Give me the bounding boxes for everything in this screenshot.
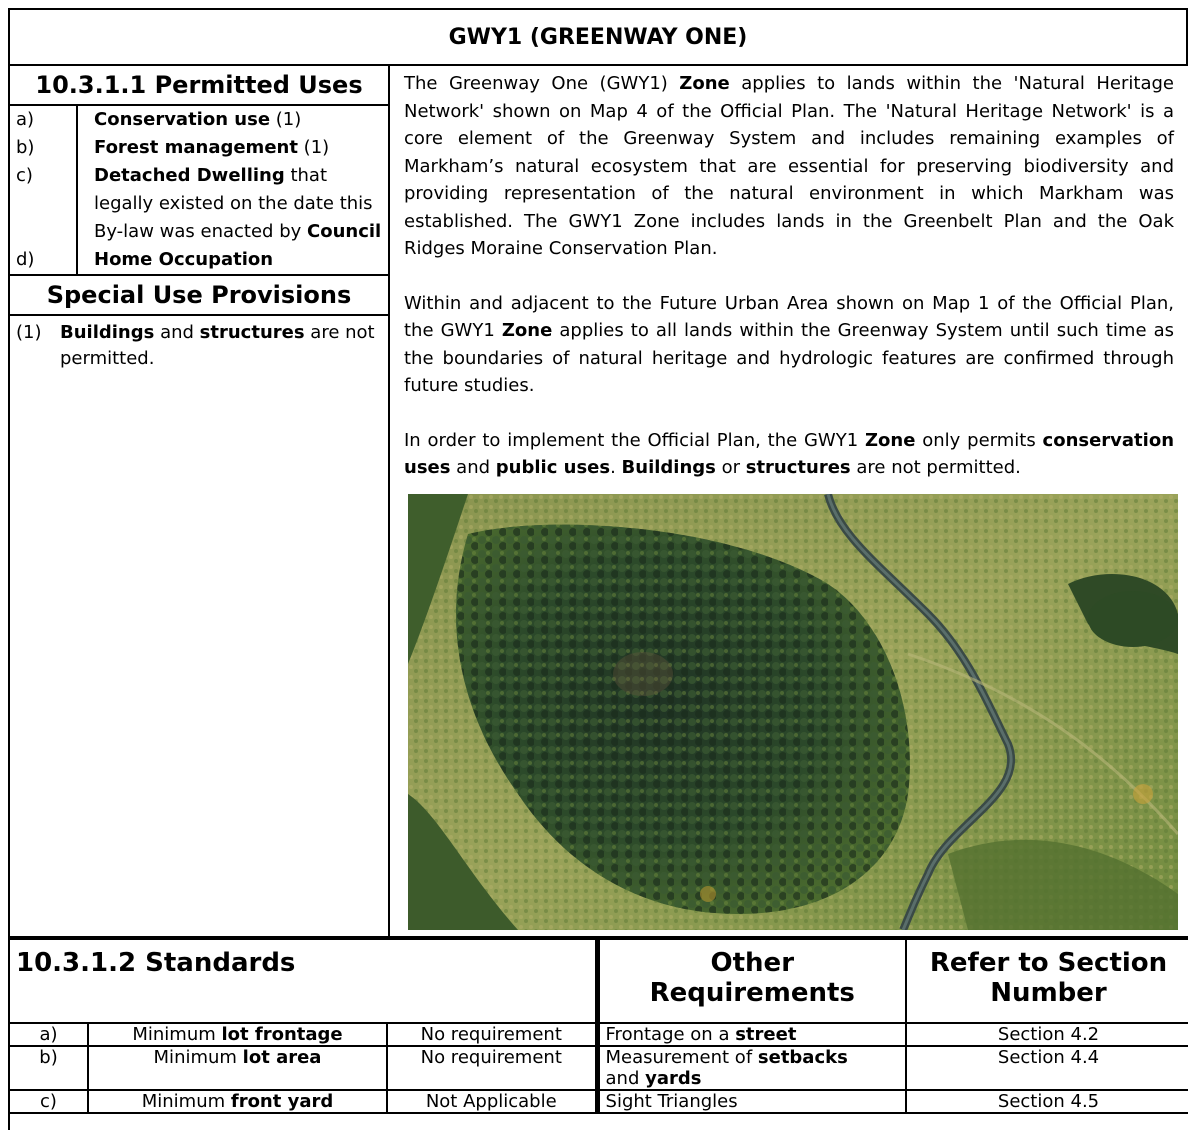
zone-title: GWY1 (GREENWAY ONE) <box>8 8 1188 66</box>
list-item: a) Conservation use (1) <box>10 106 388 134</box>
standard-value: No requirement <box>385 1045 599 1091</box>
list-item: b) Forest management (1) <box>10 134 388 162</box>
permitted-uses-list: a) Conservation use (1) b) Forest manage… <box>10 106 388 276</box>
item-letter: b) <box>10 134 78 162</box>
standard-label: Minimum lot frontage <box>87 1022 388 1047</box>
refer-section-heading: Refer to Section Number <box>905 938 1188 1024</box>
standard-label: Minimum front yard <box>87 1089 388 1114</box>
other-requirements-heading: Other Requirements <box>594 938 908 1024</box>
section-ref: Section 4.5 <box>905 1089 1188 1114</box>
description-paragraph: Within and adjacent to the Future Urban … <box>404 292 1174 397</box>
item-text: Detached Dwelling that legally existed o… <box>94 165 382 242</box>
standard-value: Not Applicable <box>385 1089 599 1114</box>
provision-number: (1) <box>16 322 42 343</box>
special-provisions-heading: Special Use Provisions <box>10 276 388 316</box>
standards-table: 10.3.1.2 Standards Other Requirements Re… <box>8 936 1188 1130</box>
item-text: Conservation use (1) <box>94 109 302 130</box>
item-text: Forest management (1) <box>94 137 330 158</box>
row-letter: c) <box>10 1089 89 1114</box>
table-row: c) Minimum front yard Not Applicable Sig… <box>10 1089 1188 1114</box>
description-paragraph: The Greenway One (GWY1) Zone applies to … <box>404 73 1174 259</box>
permitted-uses-heading: 10.3.1.1 Permitted Uses <box>10 66 388 106</box>
section-ref: Section 4.4 <box>905 1045 1188 1091</box>
item-text: Home Occupation <box>94 249 274 270</box>
description-column: The Greenway One (GWY1) Zone applies to … <box>390 66 1188 936</box>
row-letter: b) <box>10 1045 89 1091</box>
provision-text: Buildings and structures are not permitt… <box>60 322 375 369</box>
table-row: b) Minimum lot area No requirement Measu… <box>10 1045 1188 1091</box>
other-requirement: Frontage on a street <box>594 1022 908 1047</box>
section-ref: Section 4.2 <box>905 1022 1188 1047</box>
standards-heading: 10.3.1.2 Standards <box>10 938 599 1024</box>
list-item: c) Detached Dwelling that legally existe… <box>10 162 388 246</box>
table-row: a) Minimum lot frontage No requirement F… <box>10 1022 1188 1047</box>
standard-value: No requirement <box>385 1022 599 1047</box>
item-letter: c) <box>10 162 78 246</box>
standard-label: Minimum lot area <box>87 1045 388 1091</box>
item-letter: a) <box>10 106 78 134</box>
description-paragraph: In order to implement the Official Plan,… <box>404 429 1175 479</box>
table-header-row: 10.3.1.2 Standards Other Requirements Re… <box>10 938 1188 1024</box>
list-item: d) Home Occupation <box>10 246 388 276</box>
permitted-uses-column: 10.3.1.1 Permitted Uses a) Conservation … <box>8 66 390 936</box>
item-letter: d) <box>10 246 78 274</box>
aerial-forest-photo <box>408 494 1178 930</box>
other-requirement: Sight Triangles <box>594 1089 908 1114</box>
other-requirement: Measurement of setbacks and yards <box>594 1045 908 1091</box>
row-letter: a) <box>10 1022 89 1047</box>
special-provision: (1) Buildings and structures are not per… <box>10 316 388 376</box>
